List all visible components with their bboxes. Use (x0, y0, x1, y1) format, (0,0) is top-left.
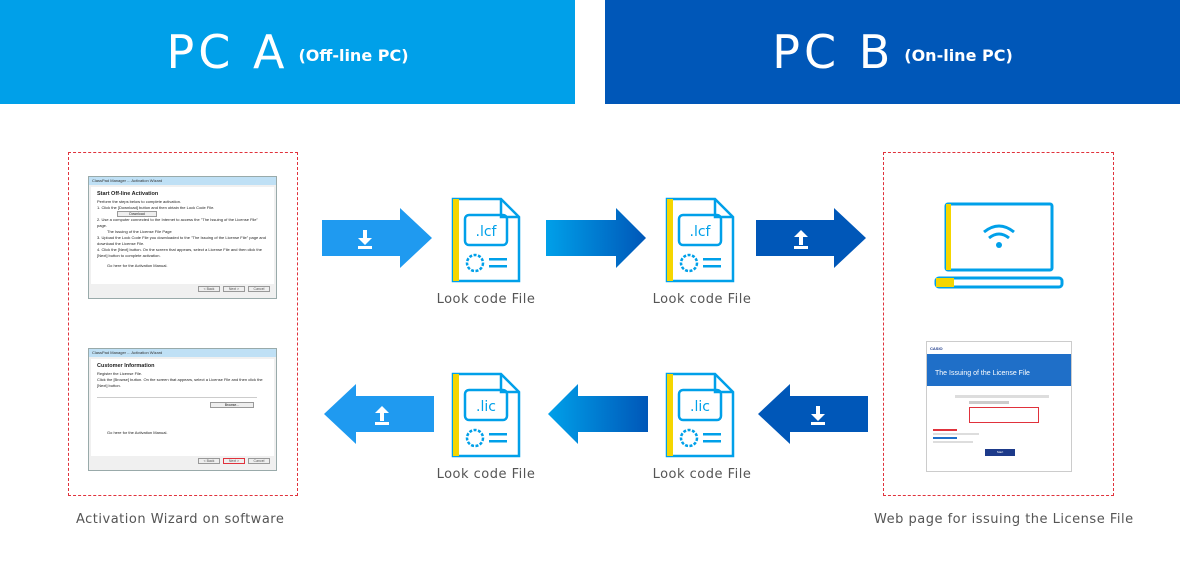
web-submit-button[interactable]: Start (985, 449, 1015, 456)
transfer-arrow-right (546, 208, 646, 268)
activation-wizard-customer-screenshot: ClassPad Manager ... Activation Wizard C… (88, 348, 277, 471)
download-arrow-left (758, 384, 868, 444)
upload-arrow-right-2 (756, 208, 866, 268)
next-button[interactable]: Next > (223, 286, 245, 292)
casio-logo: CASIO (930, 345, 943, 351)
cancel-button[interactable]: Cancel (248, 286, 270, 292)
laptop-wifi-icon (934, 202, 1064, 289)
right-caption: Web page for issuing the License File (874, 512, 1134, 527)
upload-arrow-left (324, 384, 434, 444)
wizard-line: 1. Click the [Download] button and then … (97, 205, 215, 210)
pc-a-frame (68, 152, 298, 496)
wizard-body: Customer Information Register the Licens… (91, 359, 274, 456)
web-banner-title: The Issuing of the License File (935, 370, 1030, 377)
browse-button[interactable]: Browse... (210, 402, 254, 408)
back-button[interactable]: < Back (198, 286, 220, 292)
pc-b-title: PC B (772, 25, 895, 79)
back-button[interactable]: < Back (198, 458, 220, 464)
pc-b-frame (883, 152, 1114, 496)
lic-file-icon-1: .lic (451, 372, 521, 458)
file-extension: .lcf (476, 224, 498, 240)
wizard-line: Register the License File. (97, 371, 143, 376)
manual-link[interactable]: Go here for the Activation Manual. (107, 263, 168, 268)
wizard-footer: < Back Next > Cancel (89, 286, 276, 296)
upload-arrow-right-1 (322, 208, 432, 268)
lcf-file-icon-2: .lcf (665, 197, 735, 283)
web-banner: The Issuing of the License File (927, 354, 1071, 386)
wizard-title-bar: ClassPad Manager ... Activation Wizard (89, 349, 276, 357)
wizard-heading: Customer Information (97, 363, 155, 369)
wizard-footer: < Back Next > Cancel (89, 458, 276, 468)
activation-wizard-start-screenshot: ClassPad Manager ... Activation Wizard S… (88, 176, 277, 299)
pc-a-subtitle: (Off-line PC) (298, 45, 409, 65)
web-nav: CASIO (927, 342, 1071, 354)
manual-link[interactable]: Go here for the Activation Manual. (107, 430, 168, 435)
wizard-line: Perform the steps below to complete acti… (97, 199, 182, 204)
wizard-line: The Issuing of the License File Page (107, 229, 172, 234)
download-icon (358, 230, 372, 249)
lic-file-icon-2: .lic (665, 372, 735, 458)
transfer-arrow-left (548, 384, 648, 444)
cancel-button[interactable]: Cancel (248, 458, 270, 464)
pc-a-title: PC A (166, 25, 289, 79)
wizard-line: Click the [Browse] button. On the screen… (97, 377, 263, 388)
next-button[interactable]: Next > (223, 458, 245, 464)
download-button[interactable]: Download (117, 211, 157, 217)
file-extension: .lic (690, 399, 710, 415)
wizard-title-bar: ClassPad Manager ... Activation Wizard (89, 177, 276, 185)
wizard-line: 2. Use a computer connected to the Inter… (97, 217, 258, 228)
upload-icon (794, 230, 808, 249)
wizard-line: 3. Upload the Lock Code File you downloa… (97, 235, 266, 246)
file-extension: .lic (476, 399, 496, 415)
wizard-heading: Start Off-line Activation (97, 191, 159, 197)
lcf-file-icon-1: .lcf (451, 197, 521, 283)
lcf-file-label-1: Look code File (436, 292, 536, 307)
upload-icon (375, 406, 389, 425)
file-extension: .lcf (690, 224, 712, 240)
download-icon (811, 406, 825, 425)
pc-a-header: PC A (Off-line PC) (0, 0, 575, 104)
lic-file-label-1: Look code File (436, 467, 536, 482)
web-content: Start (927, 386, 1071, 459)
pc-b-subtitle: (On-line PC) (904, 45, 1013, 65)
wizard-body: Start Off-line Activation Perform the st… (91, 187, 274, 284)
license-web-page-screenshot: CASIO The Issuing of the License File St… (926, 341, 1072, 472)
left-caption: Activation Wizard on software (76, 512, 285, 527)
pc-b-header: PC B (On-line PC) (605, 0, 1180, 104)
lcf-file-label-2: Look code File (652, 292, 752, 307)
wizard-line: 4. Click the [Next] button. On the scree… (97, 247, 262, 258)
lic-file-label-2: Look code File (652, 467, 752, 482)
